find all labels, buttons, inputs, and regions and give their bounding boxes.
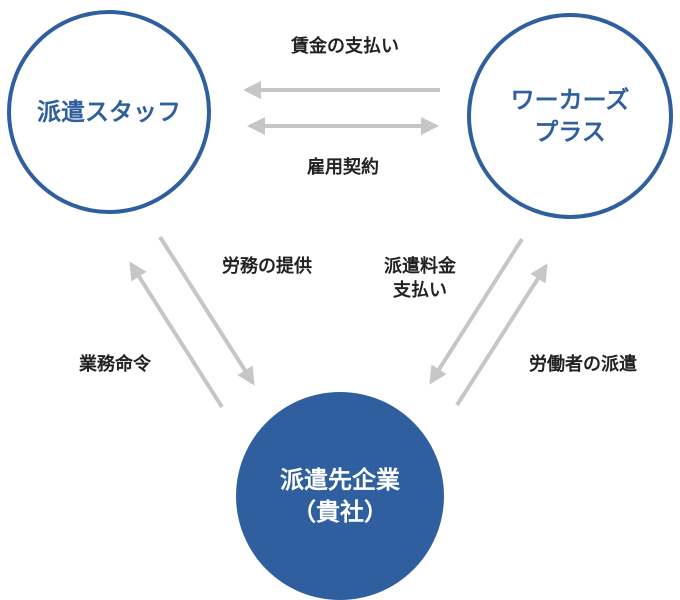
worker-dispatch-label: 労働者の派遣 (529, 354, 637, 375)
workers-plus-circle (467, 13, 673, 219)
workers-plus-label-line1: ワーカーズ (510, 86, 630, 114)
client-company-label-line2: （貴社） (292, 498, 388, 526)
dispatch-fee-label-line2: 支払い (393, 280, 447, 301)
labor-provision-label: 労務の提供 (222, 256, 312, 277)
work-order-arrow (129, 261, 224, 409)
wage-payment-label: 賃金の支払い (291, 36, 399, 57)
work-order-label: 業務命令 (79, 354, 151, 375)
employment-contract-label: 雇用契約 (307, 157, 379, 178)
client-company-circle (236, 392, 444, 600)
client-company-label: 派遣先企業 （貴社） (240, 464, 440, 528)
dispatch-fee-label-line1: 派遣料金 (384, 256, 456, 277)
staff-circle (7, 10, 211, 214)
client-company-label-line1: 派遣先企業 (280, 466, 400, 494)
workers-plus-label: ワーカーズ プラス (470, 84, 670, 148)
labor-provision-arrow (158, 235, 255, 386)
dispatch-fee-arrow (429, 237, 524, 385)
staff-label: 派遣スタッフ (37, 98, 181, 126)
dispatch-fee-label: 派遣料金 支払い (360, 255, 480, 303)
worker-dispatch-arrow (455, 263, 548, 407)
workers-plus-label-line2: プラス (534, 118, 606, 146)
